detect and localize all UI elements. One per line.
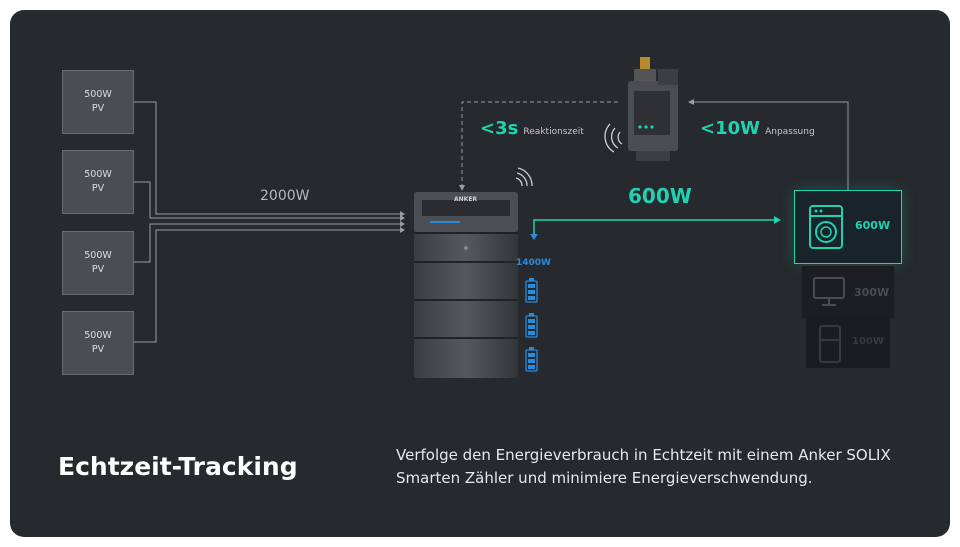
pv-power: 500W	[84, 250, 112, 261]
pv-panel-1: 500W PV	[62, 70, 134, 134]
appliance-fridge: 100W	[806, 318, 890, 368]
response-time: <3s Reaktionszeit	[480, 118, 584, 139]
response-label: Reaktionszeit	[523, 127, 584, 137]
pv-panel-4: 500W PV	[62, 311, 134, 375]
meter-signal-line	[461, 101, 618, 187]
appliance-power: 600W	[855, 219, 891, 232]
power-flow-arrow	[774, 216, 781, 224]
pv-power: 500W	[84, 330, 112, 341]
pv-power: 500W	[84, 89, 112, 100]
battery-power-label: 1400W	[516, 258, 551, 268]
adjustment: <10W Anpassung	[700, 118, 815, 139]
flow-power-label: 600W	[628, 184, 692, 208]
heading: Echtzeit-Tracking	[58, 452, 298, 481]
appliance-power: 100W	[852, 336, 884, 347]
feedback-arrow	[688, 99, 694, 105]
computer-icon	[813, 277, 845, 306]
pv-arrowheads	[400, 211, 405, 233]
infographic-card: 500W PV 500W PV 500W PV 500W PV 2000W AN…	[10, 10, 950, 537]
flow-lines	[134, 99, 849, 343]
meter-wifi-icon	[604, 123, 623, 153]
response-value: <3s	[480, 118, 519, 139]
washing-machine-icon	[809, 205, 843, 249]
pv-label: PV	[91, 344, 105, 355]
fridge-icon	[819, 325, 841, 363]
meter-signal-arrow	[459, 185, 465, 191]
pv-panel-2: 500W PV	[62, 150, 134, 214]
adjust-label: Anpassung	[765, 127, 815, 137]
adjust-value: <10W	[700, 118, 760, 139]
pv-label: PV	[91, 103, 105, 114]
power-flow-line	[533, 219, 774, 238]
battery-flow-arrow	[530, 234, 538, 240]
pv-label: PV	[91, 183, 105, 194]
appliance-washing-machine: 600W	[794, 190, 902, 264]
battery-wifi-icon	[515, 167, 533, 187]
pv-label: PV	[91, 264, 105, 275]
appliance-power: 300W	[854, 286, 890, 299]
pv-connection-lines	[134, 101, 400, 343]
battery-stack-image	[414, 192, 518, 378]
appliance-feedback-line	[692, 101, 849, 190]
appliance-computer: 300W	[802, 266, 894, 318]
battery-level-icons	[525, 278, 538, 372]
battery-brand: ANKER	[454, 196, 478, 203]
pv-panel-3: 500W PV	[62, 231, 134, 295]
description: Verfolge den Energieverbrauch in Echtzei…	[396, 446, 891, 487]
pv-total-label: 2000W	[260, 188, 310, 204]
smart-meter-image	[628, 57, 678, 161]
pv-power: 500W	[84, 169, 112, 180]
